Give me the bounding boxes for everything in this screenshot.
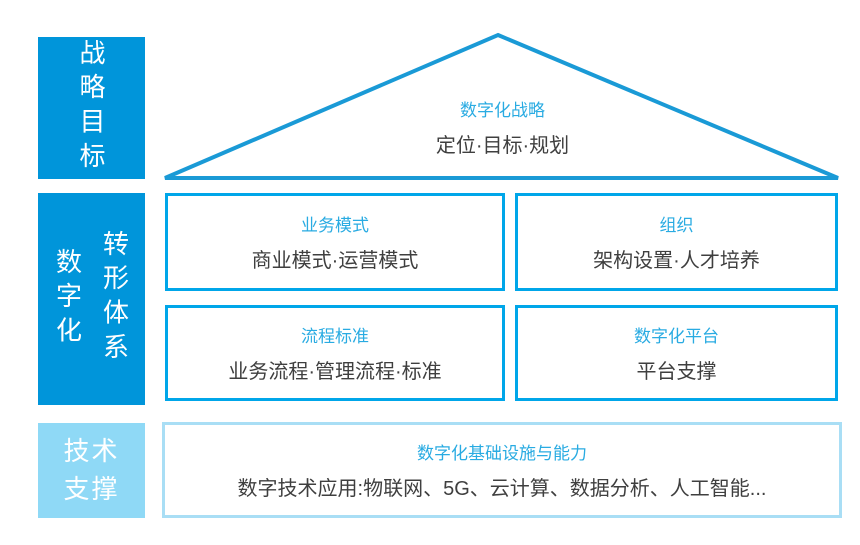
roof-title: 数字化战略: [460, 101, 545, 120]
strategic-goals-label: 战略目标: [76, 39, 106, 177]
cell-title: 流程标准: [301, 327, 369, 346]
system-label-left-column: 数字化: [52, 247, 83, 351]
system-label-right-column: 转形体系: [99, 230, 130, 368]
cell-organization: 组织 架构设置·人才培养: [515, 193, 838, 291]
foundation-box-digital-infrastructure: 数字化基础设施与能力 数字技术应用:物联网、5G、云计算、数据分析、人工智能..…: [162, 422, 842, 518]
cell-digital-platform: 数字化平台 平台支撑: [515, 305, 838, 401]
cell-title: 组织: [659, 216, 694, 235]
tech-support-label-line2: 支撑: [63, 473, 120, 504]
cell-subtitle: 架构设置·人才培养: [593, 250, 760, 272]
tech-support-label-line1: 技术: [63, 435, 120, 466]
cell-title: 业务模式: [301, 216, 369, 235]
rail-box-tech-support: 技术 支撑: [38, 423, 145, 518]
cell-subtitle: 业务流程·管理流程·标准: [228, 361, 442, 383]
roof-subtitle: 定位·目标·规划: [435, 135, 570, 157]
roof-triangle-outline: [164, 32, 839, 180]
cell-title: 数字化平台: [634, 327, 719, 346]
cell-business-model: 业务模式 商业模式·运营模式: [165, 193, 505, 291]
rail-box-digital-transformation-system: 数字化 转形体系: [38, 193, 145, 405]
rail-box-strategic-goals: 战略目标: [38, 37, 145, 179]
foundation-subtitle: 数字技术应用:物联网、5G、云计算、数据分析、人工智能...: [237, 478, 767, 500]
roof-text-block: 数字化战略 定位·目标·规划: [160, 96, 845, 158]
cell-subtitle: 商业模式·运营模式: [251, 250, 419, 272]
cell-process-standards: 流程标准 业务流程·管理流程·标准: [165, 305, 505, 401]
foundation-title: 数字化基础设施与能力: [417, 444, 587, 463]
cell-subtitle: 平台支撑: [636, 361, 717, 383]
